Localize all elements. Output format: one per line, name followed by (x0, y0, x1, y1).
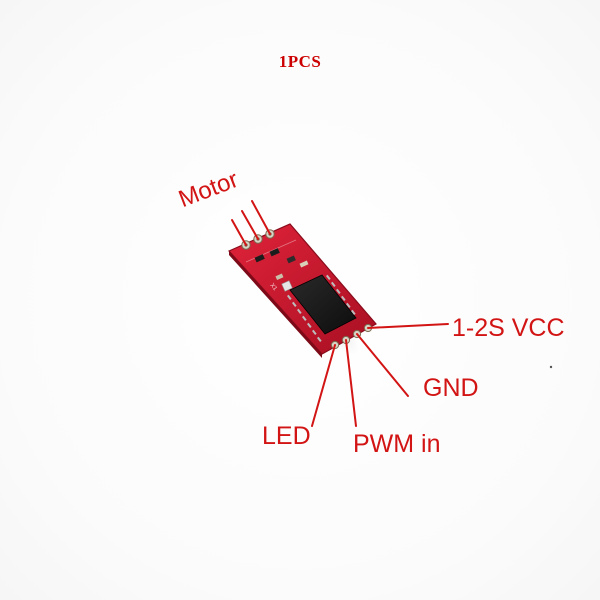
smd-components (254, 248, 309, 292)
gnd-label: GND (423, 374, 479, 402)
led-label: LED (262, 422, 311, 450)
quantity-label: 1PCS (278, 52, 322, 71)
pwm-label: PWM in (353, 430, 441, 458)
dust-speck (549, 365, 553, 369)
vcc-label: 1-2S VCC (452, 314, 565, 342)
ic-chip (286, 274, 357, 342)
leader-lines (231, 200, 449, 427)
svg-text:X1: X1 (268, 283, 278, 293)
